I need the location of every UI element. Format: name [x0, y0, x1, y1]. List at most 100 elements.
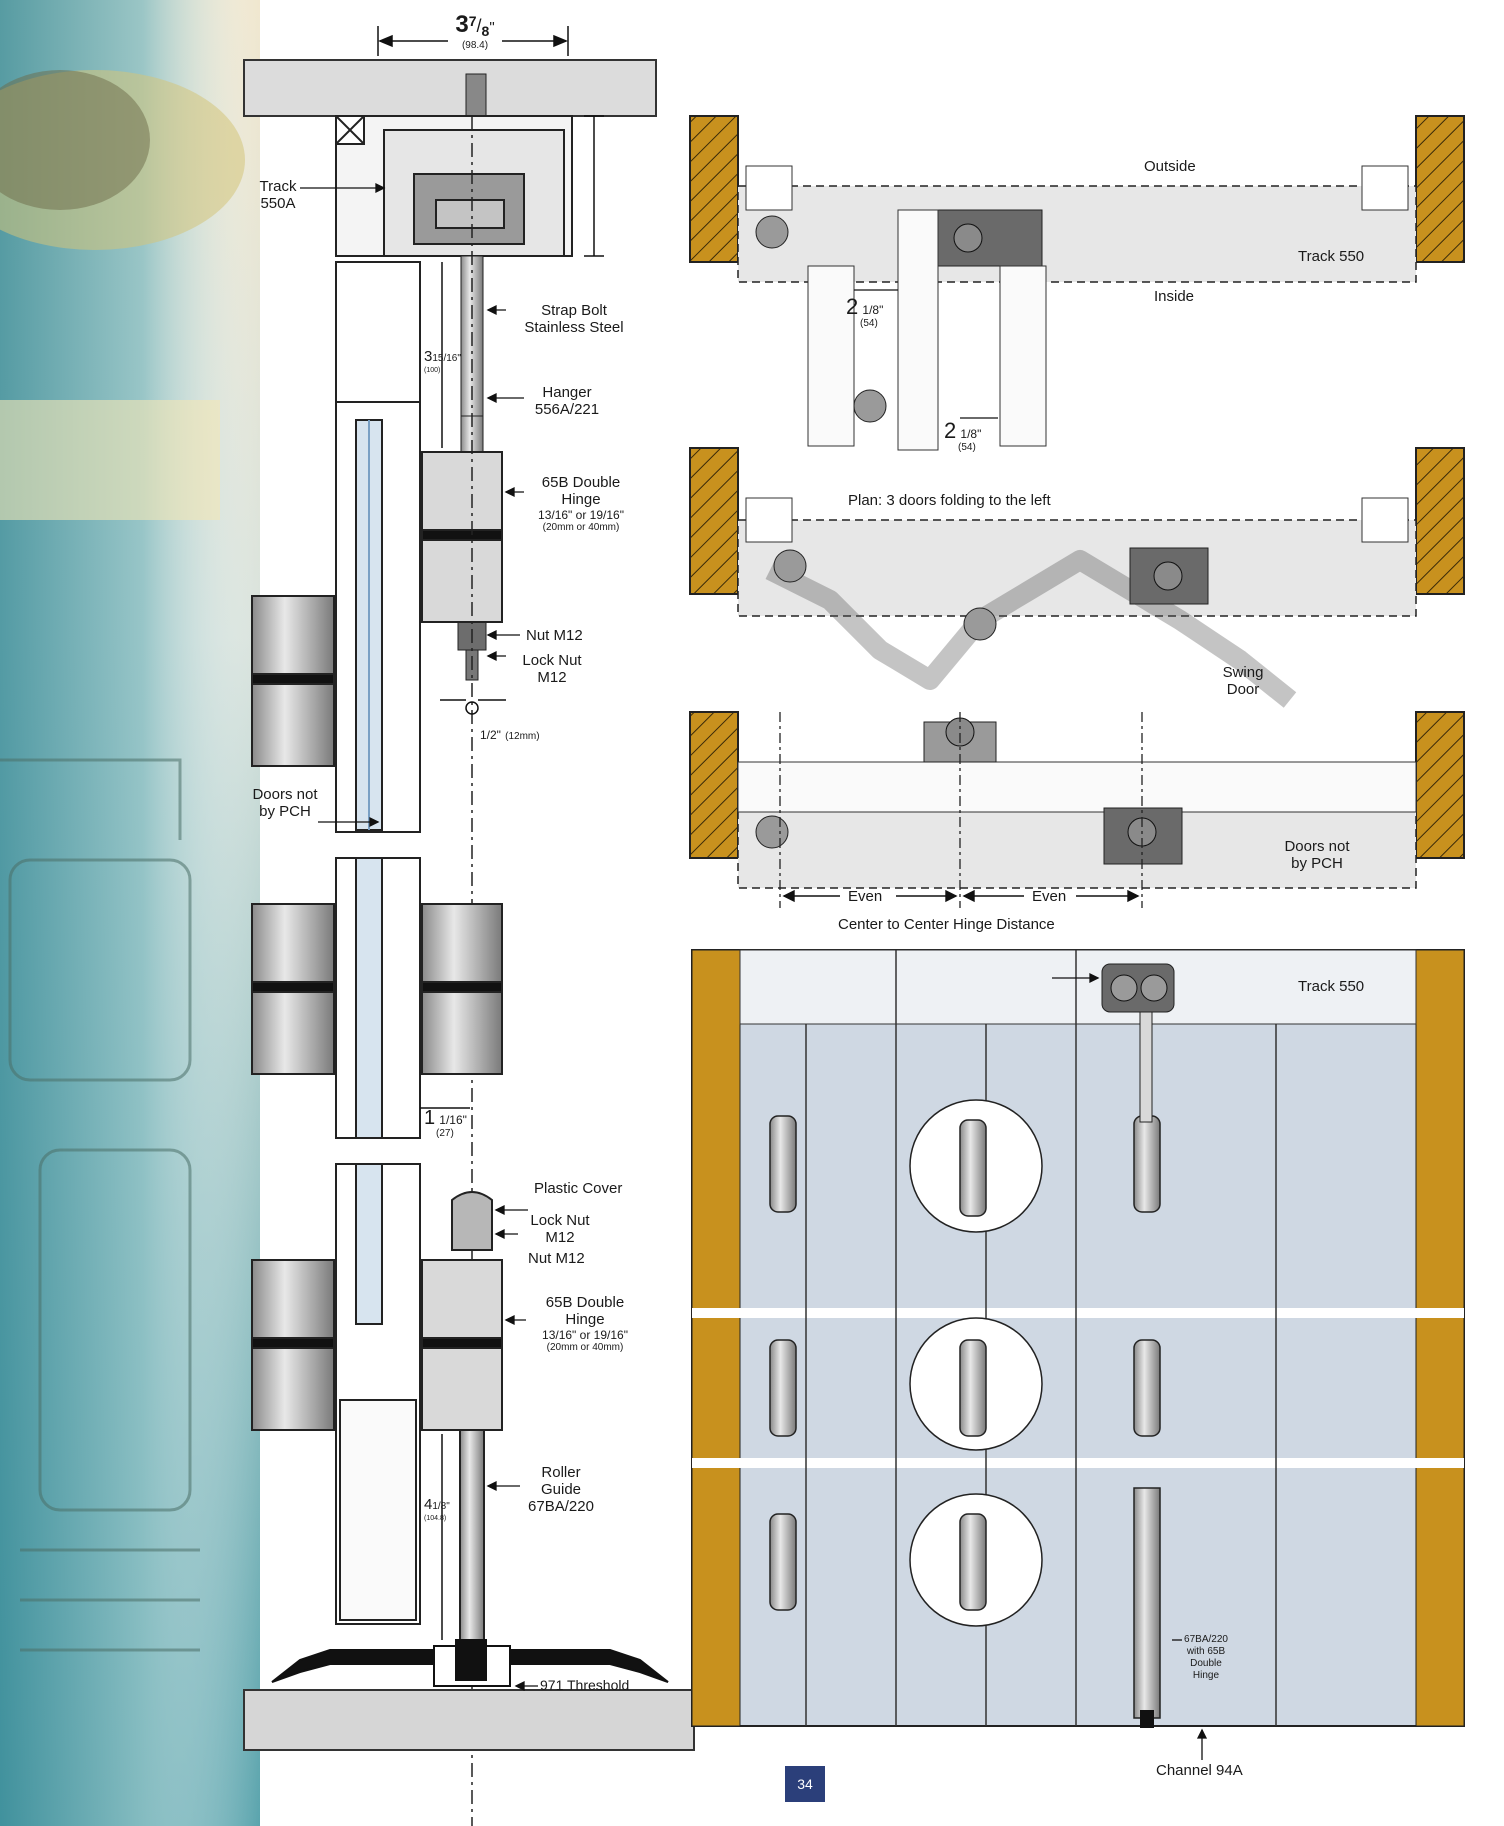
plan1-dim-b-frac: 1/8"	[960, 427, 982, 441]
even-label-1: Even	[848, 888, 883, 905]
hinge-upper-label: 65B Double Hinge 13/16" or 19/16" (20mm …	[522, 474, 640, 534]
plan1-dim-b-whole: 2	[944, 418, 957, 443]
plan1-dim-a-whole: 2	[846, 294, 859, 319]
plan1-dim-a: 2 1/8" (54)	[846, 296, 883, 330]
strap-bolt-label: Strap Bolt Stainless Steel	[506, 302, 642, 336]
plan1-track-label: Track 550	[1298, 248, 1365, 265]
roller-note: 67BA/220 with 65B Double Hinge	[1180, 1634, 1232, 1682]
lock-nut-2-line2: M12	[545, 1229, 575, 1246]
plan-3-drawing	[689, 711, 1465, 908]
swing-door-line2: Door	[1226, 681, 1260, 698]
hanger-label: Hanger 556A/221	[522, 384, 612, 418]
top-dim-inch: "	[489, 19, 495, 36]
top-dim-whole: 3	[455, 11, 469, 38]
hanger-line1: Hanger	[542, 384, 592, 401]
nut-2-label: Nut M12	[528, 1250, 585, 1267]
top-dim-metric: (98.4)	[461, 40, 489, 51]
plan3-doors-not-line2: by PCH	[1291, 855, 1343, 872]
door-frame-upper	[335, 261, 421, 833]
track-label-line1: Track	[259, 178, 297, 195]
plan3-doors-not-line1: Doors not	[1284, 838, 1350, 855]
lock-nut-line2: M12	[537, 669, 567, 686]
roller-note-line4: Hinge	[1192, 1670, 1220, 1681]
plan2-title: Plan: 3 doors folding to the left	[848, 492, 1051, 509]
hinge-upper-metric: (20mm or 40mm)	[542, 522, 620, 533]
top-dim-num: 7	[468, 13, 477, 29]
top-dimension-line	[377, 26, 569, 56]
strap-bolt-line1: Strap Bolt	[541, 302, 607, 319]
threshold-label: 971 Threshold	[540, 1677, 630, 1693]
plan3-caption: Center to Center Hinge Distance	[838, 916, 1055, 933]
dim-4-1-8-frac: 1/8"	[432, 1501, 450, 1512]
roller-guide-line2: Guide	[540, 1481, 582, 1498]
hinge-upper	[251, 451, 503, 767]
roller-note-line3: Double	[1190, 1658, 1222, 1669]
roller-note-line1: 67BA/220	[1184, 1634, 1228, 1645]
lock-nut-2-label: Lock Nut M12	[522, 1212, 598, 1246]
track-height-dimension	[584, 115, 604, 257]
plan3-doors-not-label: Doors not by PCH	[1270, 838, 1364, 872]
hanger-line2: 556A/221	[534, 401, 600, 418]
plastic-cover-label: Plastic Cover	[534, 1180, 623, 1197]
roller-guide-line3: 67BA/220	[528, 1498, 594, 1515]
doors-not-left-line2: by PCH	[259, 803, 311, 820]
dim-4-1-8-metric: (104.8)	[424, 1515, 447, 1522]
channel-label: Channel 94A	[1156, 1762, 1243, 1779]
half-inch-metric: (12mm)	[505, 731, 540, 742]
plan1-dim-b: 2 1/8" (54)	[944, 420, 982, 454]
dim-3-15-16-whole: 3	[424, 348, 433, 365]
hinge-lower-sizes: 13/16" or 19/16"	[542, 1328, 628, 1342]
dim-1-1-16-label: 1 1/16" (27)	[424, 1107, 467, 1140]
outside-label: Outside	[1144, 158, 1196, 175]
swing-door-label: Swing Door	[1214, 664, 1272, 698]
track-label: Track 550A	[246, 178, 310, 212]
dim-4-1-8-label: 41/8" (104.8)	[424, 1496, 450, 1525]
plan-1-drawing	[689, 115, 1465, 451]
plan-2-drawing	[689, 447, 1465, 708]
roller-note-line2: with 65B	[1186, 1646, 1226, 1657]
track-label-line2: 550A	[260, 195, 296, 212]
hinge-upper-line1: 65B Double	[541, 474, 621, 491]
hinge-lower-line2: Hinge	[565, 1311, 605, 1328]
top-dim-den: 8	[481, 23, 490, 39]
nut-label: Nut M12	[526, 627, 583, 644]
lock-nut-2-line1: Lock Nut	[530, 1212, 590, 1229]
leader-lines-left	[300, 182, 538, 1692]
swing-door-line1: Swing	[1222, 664, 1264, 681]
door-frame-middle	[251, 857, 503, 1139]
roller-guide-label: Roller Guide 67BA/220	[516, 1464, 606, 1515]
top-dimension-label: 37/8" (98.4)	[430, 12, 520, 52]
plan1-dim-a-metric: (54)	[860, 318, 878, 329]
floor-slab	[243, 1689, 695, 1751]
dim-3-15-16-frac: 15/16"	[432, 353, 461, 364]
hinge-upper-line2: Hinge	[561, 491, 601, 508]
elevation-track-label: Track 550	[1298, 978, 1365, 995]
half-inch-dimension	[440, 699, 506, 715]
hinge-lower-metric: (20mm or 40mm)	[546, 1342, 624, 1353]
plan1-dim-b-metric: (54)	[958, 442, 976, 453]
dim-1-1-16-frac: 1/16"	[439, 1113, 467, 1127]
door-frame-lower	[251, 1163, 503, 1651]
top-dim-slash: /	[476, 16, 482, 36]
doors-not-left-line1: Doors not	[252, 786, 318, 803]
dim-3-15-16-label: 315/16" (100)	[424, 348, 461, 377]
hinge-lower-line1: 65B Double	[545, 1294, 625, 1311]
page-number: 34	[785, 1766, 825, 1802]
hinge-lower-label: 65B Double Hinge 13/16" or 19/16" (20mm …	[526, 1294, 644, 1354]
ceiling-slab	[243, 59, 657, 135]
strap-bolt-line2: Stainless Steel	[524, 319, 624, 336]
dim-1-1-16-metric: (27)	[436, 1128, 454, 1139]
hinge-upper-sizes: 13/16" or 19/16"	[538, 508, 624, 522]
dim-4-1-8-whole: 4	[424, 1496, 433, 1513]
half-inch-label: 1/2" (12mm)	[480, 726, 540, 743]
roller-guide-line1: Roller	[541, 1464, 581, 1481]
dim-3-15-16-metric: (100)	[424, 367, 441, 374]
threshold	[271, 1639, 669, 1687]
doors-not-left-label: Doors not by PCH	[240, 786, 330, 820]
background-photo	[0, 0, 260, 1826]
track-profile	[335, 115, 573, 257]
dim-1-1-16-whole: 1	[424, 1107, 436, 1129]
lock-nut-line1: Lock Nut	[522, 652, 582, 669]
elevation-drawing	[691, 949, 1465, 1760]
